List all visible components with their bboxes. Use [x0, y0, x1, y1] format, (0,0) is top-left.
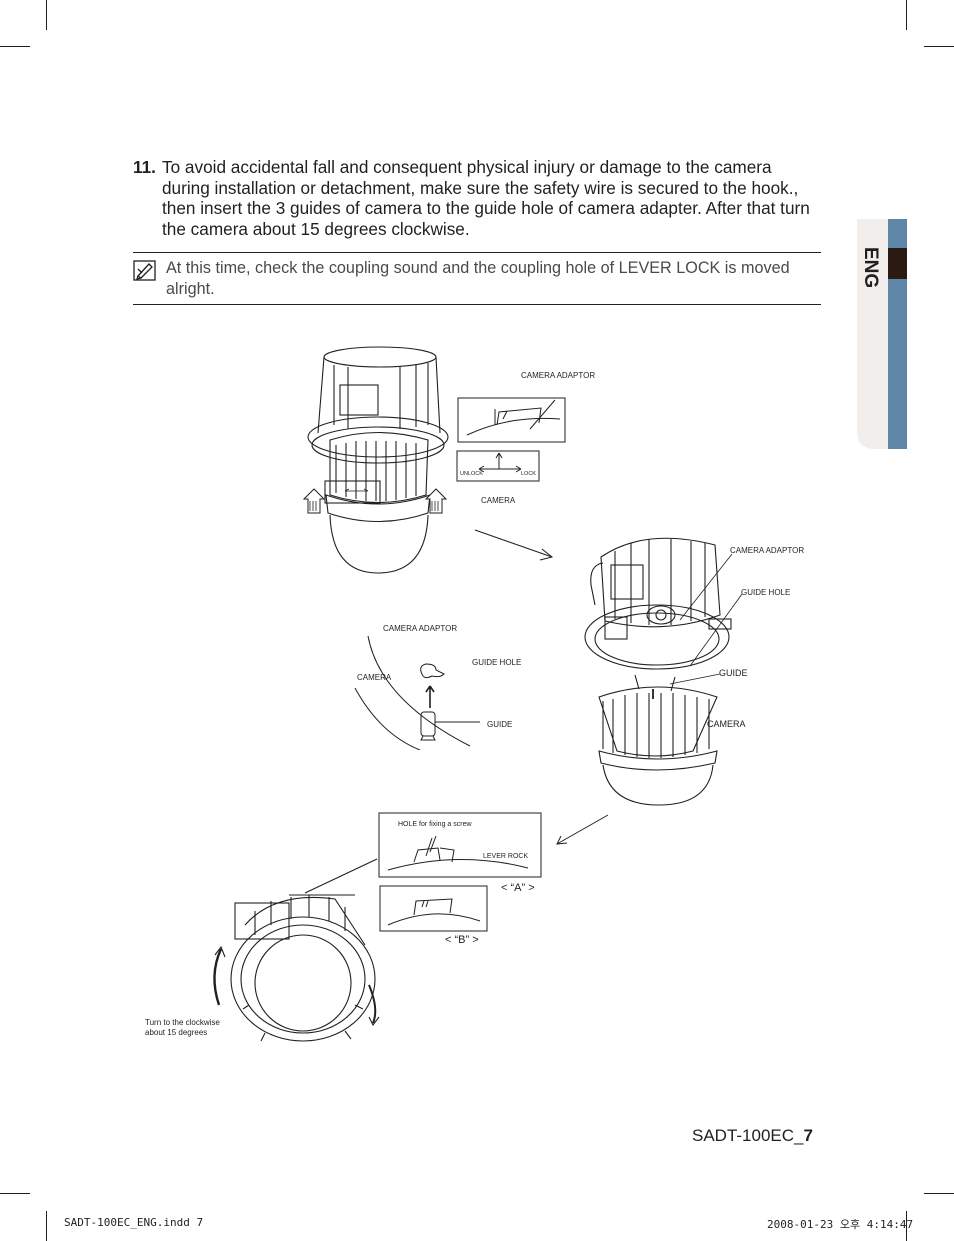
fig3-guide-label: GUIDE: [719, 668, 748, 678]
note-icon: [133, 260, 156, 281]
guide-hole-illustration: [354, 635, 480, 750]
fig1-camera-adaptor-label: CAMERA ADAPTOR: [521, 371, 596, 380]
hole-fixing-label: HOLE for fixing a screw: [398, 821, 472, 828]
fig3-camera-label: CAMERA: [707, 719, 746, 729]
crop-mark: [46, 0, 47, 30]
step-text: To avoid accidental fall and consequent …: [162, 157, 810, 239]
step-number: 11.: [133, 157, 156, 177]
crop-mark: [46, 1211, 47, 1241]
language-tab: ENG: [857, 219, 907, 449]
turn-line-1: Turn to the clockwise: [145, 1018, 220, 1027]
crop-mark: [0, 1193, 30, 1194]
language-tab-label: ENG: [860, 247, 881, 288]
lever-rock-label: LEVER ROCK: [483, 853, 529, 860]
fig2-guide-hole-label: GUIDE HOLE: [472, 658, 522, 667]
note-text: At this time, check the coupling sound a…: [166, 259, 790, 298]
camera-adaptor-exploded-illustration: [584, 537, 732, 806]
model-name: SADT-100EC_: [692, 1126, 804, 1145]
crop-mark: [906, 0, 907, 30]
fig2-camera-adaptor-label: CAMERA ADAPTOR: [383, 624, 458, 633]
leader-lines: [669, 553, 743, 685]
detail-b-illustration: [379, 885, 488, 932]
turn-instruction: Turn to the clockwise about 15 degrees: [145, 1018, 220, 1038]
fig2-guide-label: GUIDE: [487, 720, 513, 729]
fig3-camera-adaptor-label: CAMERA ADAPTOR: [730, 546, 805, 555]
fig2-camera-label: CAMERA: [357, 673, 392, 682]
lock-label: LOCK: [521, 471, 536, 477]
fig1-camera-label: CAMERA: [481, 496, 516, 505]
page-number: 7: [803, 1126, 813, 1145]
detail-b-label: < “B” >: [445, 934, 479, 946]
unlock-label: UNLOCK: [460, 471, 483, 477]
note-box: At this time, check the coupling sound a…: [133, 252, 821, 305]
arrow-icon: [474, 529, 554, 561]
step-instruction: 11. To avoid accidental fall and consequ…: [133, 157, 823, 239]
crop-mark: [906, 1211, 907, 1241]
crop-mark: [924, 1193, 954, 1194]
lock-detail-illustration: UNLOCK LOCK: [456, 397, 566, 482]
detail-a-illustration: [378, 812, 542, 878]
turn-line-2: about 15 degrees: [145, 1028, 208, 1037]
camera-turn-illustration: [213, 858, 380, 1042]
fig3-guide-hole-label: GUIDE HOLE: [741, 588, 791, 597]
file-slug: SADT-100EC_ENG.indd 7: [64, 1216, 204, 1229]
arrow-icon: [556, 814, 609, 845]
crop-mark: [924, 46, 954, 47]
date-slug: 2008-01-23 오후 4:14:47: [767, 1218, 914, 1231]
page-footer: SADT-100EC_7: [692, 1126, 813, 1146]
crop-mark: [0, 46, 30, 47]
camera-mount-illustration: [302, 346, 449, 574]
detail-a-label: < “A” >: [501, 882, 535, 894]
